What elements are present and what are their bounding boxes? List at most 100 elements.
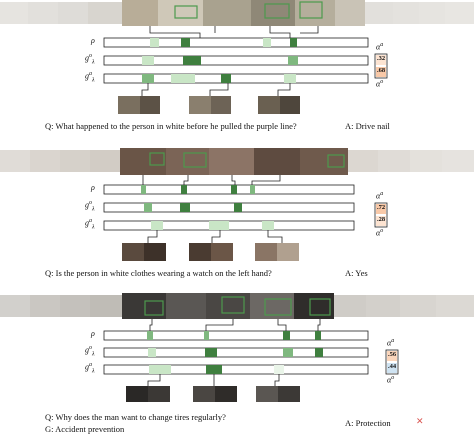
object-box xyxy=(309,298,331,316)
video-frame xyxy=(122,0,158,26)
video-clip xyxy=(122,243,144,261)
question-text: Q: Why does the man want to change tires… xyxy=(45,412,226,422)
g-action-highlight xyxy=(262,221,274,230)
video-frame xyxy=(419,2,445,24)
g-object-highlight xyxy=(315,348,323,357)
weights-box xyxy=(385,349,399,375)
g-action-letter: g xyxy=(85,218,89,228)
object-box xyxy=(144,300,164,316)
video-frame-strip xyxy=(0,148,474,175)
object-box xyxy=(174,5,198,19)
rho-highlight xyxy=(250,185,255,194)
video-frame xyxy=(400,295,436,317)
video-frame xyxy=(88,2,122,24)
g-action-letter: g xyxy=(85,362,89,372)
wrong-icon: ✕ xyxy=(416,417,424,427)
weight-cell-object xyxy=(376,55,386,65)
g-object-label: goλ xyxy=(85,200,95,212)
video-frame xyxy=(30,295,60,317)
example-panel-3: ρ goλ gaλ αa .56 .44 αo Q: Why does the … xyxy=(0,293,474,443)
video-frame xyxy=(0,295,30,317)
rho-highlight xyxy=(263,38,271,47)
action-clips xyxy=(122,243,299,261)
video-frame xyxy=(335,0,365,26)
video-frame xyxy=(90,295,122,317)
weight-cell-object xyxy=(387,351,397,361)
g-object-highlight xyxy=(234,203,242,212)
video-frame xyxy=(166,148,209,175)
rho-bar xyxy=(103,330,369,341)
g-object-highlight xyxy=(288,56,298,65)
g-action-sub: λ xyxy=(92,77,95,84)
weight-action-value: .28 xyxy=(377,216,386,223)
rho-bar xyxy=(103,184,355,195)
video-clip xyxy=(126,386,148,402)
g-object-highlight xyxy=(180,203,190,212)
weight-action-value: .68 xyxy=(377,67,386,74)
example-panel-1: ρ goλ gaλ αa .32 .68 αo Q: What happened… xyxy=(0,0,474,145)
alpha-sup: o xyxy=(380,228,384,234)
g-object-label: goλ xyxy=(85,345,95,357)
video-clip xyxy=(189,243,211,261)
video-clip xyxy=(278,386,300,402)
video-frame xyxy=(410,150,442,172)
video-frame xyxy=(378,150,410,172)
object-box xyxy=(183,152,207,168)
weight-cell-action xyxy=(376,67,386,77)
rho-highlight xyxy=(141,185,146,194)
video-clip xyxy=(140,96,160,114)
alpha-o-label: αo xyxy=(387,375,394,385)
g-action-sup: a xyxy=(89,71,92,77)
video-frame xyxy=(366,295,400,317)
video-frame xyxy=(445,2,474,24)
g-object-letter: g xyxy=(85,345,89,355)
action-clips xyxy=(126,386,300,402)
rho-bar xyxy=(103,37,369,48)
g-object-sub: λ xyxy=(92,59,95,66)
rho-highlight xyxy=(147,331,153,340)
rho-highlight xyxy=(181,185,187,194)
object-box xyxy=(264,3,290,19)
g-object-sub: λ xyxy=(92,206,95,213)
g-action-bar xyxy=(103,364,369,375)
alpha-letter: α xyxy=(387,375,392,385)
question-text: Q: What happened to the person in white … xyxy=(45,121,297,131)
alpha-o-label: αo xyxy=(376,79,383,89)
rho-highlight xyxy=(204,331,209,340)
alpha-letter: α xyxy=(387,338,392,348)
clip-connectors xyxy=(147,230,283,243)
g-action-highlight xyxy=(149,365,171,374)
g-object-label: goλ xyxy=(85,53,95,65)
g-action-highlight xyxy=(221,74,231,83)
video-frame xyxy=(58,2,88,24)
video-clip xyxy=(211,96,231,114)
g-action-sub: λ xyxy=(92,368,95,375)
video-clip xyxy=(148,386,170,402)
g-object-sup: o xyxy=(89,53,92,59)
rho-label: ρ xyxy=(91,329,95,338)
g-object-letter: g xyxy=(85,200,89,210)
g-object-bar xyxy=(103,347,369,358)
video-frame xyxy=(60,150,90,172)
video-frame xyxy=(203,0,251,26)
video-frame xyxy=(393,2,419,24)
g-action-label: gaλ xyxy=(85,71,95,83)
weight-cell-action xyxy=(387,363,397,373)
g-object-sup: o xyxy=(89,200,92,206)
action-clips xyxy=(118,96,300,114)
g-action-highlight xyxy=(274,365,284,374)
panel-3-diagram xyxy=(0,293,474,402)
g-action-letter: g xyxy=(85,71,89,81)
weights-box xyxy=(374,53,388,79)
frame-connectors xyxy=(142,175,281,185)
video-frame xyxy=(442,150,474,172)
alpha-sup: a xyxy=(380,191,384,197)
object-box xyxy=(221,296,245,314)
g-action-sup: a xyxy=(89,362,92,368)
video-frame xyxy=(254,148,300,175)
rho-highlight xyxy=(231,185,237,194)
g-action-highlight xyxy=(151,221,163,230)
video-frame xyxy=(0,150,30,172)
video-frame xyxy=(209,148,254,175)
video-frame xyxy=(300,148,348,175)
